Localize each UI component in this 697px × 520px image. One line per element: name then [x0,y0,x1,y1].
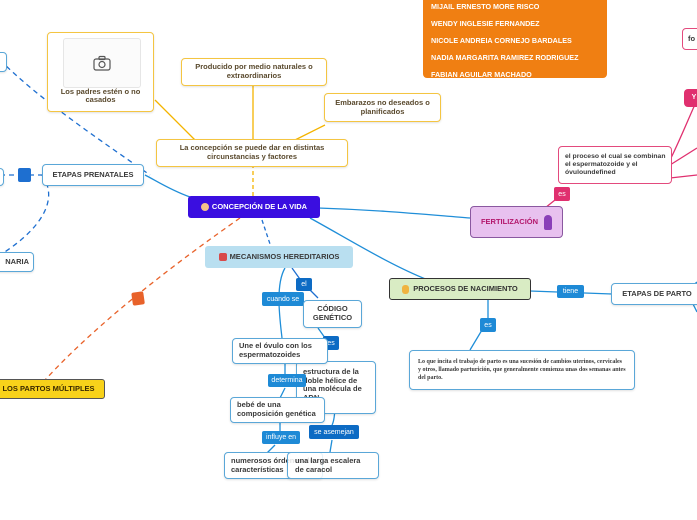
image-placeholder [63,38,141,88]
tag-label: cuando se [266,295,300,303]
node-procesos-nacimiento[interactable]: PROCESOS DE NACIMIENTO [389,278,531,300]
node-trabajo-parto[interactable]: Lo que incita el trabajo de parto es una… [409,350,635,390]
node-label: Los padres estén o no casados [60,86,141,105]
partial-node-left-top[interactable] [0,52,7,72]
node-label: FERTILIZACIÓN [480,216,539,226]
tag-label: determina [271,377,303,384]
tag-determina: determina [268,374,306,387]
node-concepcion-circunstancias[interactable]: La concepción se puede dar en distintas … [156,139,348,167]
node-partos-multiples[interactable]: LOS PARTOS MÚLTIPLES [0,379,105,399]
node-etapas-parto[interactable]: ETAPAS DE PARTO [611,283,697,305]
team-member: MIJAIL ERNESTO MORE RISCO [431,2,540,11]
node-central-concepcion[interactable]: CONCEPCIÓN DE LA VIDA [188,196,320,218]
tag-es-nacimiento: es [480,318,496,332]
node-label: Producido por medio naturales o extraord… [195,62,313,80]
pregnant-woman-icon [544,214,553,230]
node-codigo-genetico[interactable]: CÓDIGO GENÉTICO [303,300,362,328]
node-label: La concepción se puede dar en distintas … [179,143,325,161]
tag-influye-en: influye en [262,431,300,444]
node-label: MECANISMOS HEREDITARIOS [229,251,340,261]
tag-label: se asemejan [314,428,354,436]
node-label: Embarazos no deseados o planificados [335,97,430,116]
tag-el: el [296,278,312,291]
team-member: FABIAN AGUILAR MACHADO [431,70,532,79]
node-label: CONCEPCIÓN DE LA VIDA [211,201,308,211]
node-mecanismos-hereditarios[interactable]: MECANISMOS HEREDITARIOS [205,246,353,268]
node-label: fo [688,33,696,43]
team-member: NICOLE ANDREIA CORNEJO BARDALES [431,36,572,45]
node-proceso-cual[interactable]: el proceso el cual se combinan el esperm… [558,146,672,184]
partial-node-fo[interactable]: fo [682,28,697,50]
node-label: LOS PARTOS MÚLTIPLES [2,383,95,393]
node-fertilizacion[interactable]: FERTILIZACIÓN [470,206,563,238]
tag-tiene: tiene [557,285,584,298]
node-label: una larga escalera de caracol [295,455,361,474]
tag-cuando-se: cuando se [262,292,304,306]
node-etapas-prenatales[interactable]: ETAPAS PRENATALES [42,164,144,186]
node-producido-medios[interactable]: Producido por medio naturales o extraord… [181,58,327,86]
node-label: el proceso el cual se combinan el esperm… [565,153,666,176]
node-embarazos[interactable]: Embarazos no deseados o planificados [324,93,441,122]
team-member: NADIA MARGARITA RAMIREZ RODRIGUEZ [431,53,579,62]
team-member: WENDY INGLESIE FERNANDEZ [431,19,540,28]
tag-label: es [484,321,492,329]
node-label: NARIA [5,256,29,266]
node-label: ETAPAS PRENATALES [52,169,134,179]
partial-node-y[interactable]: Y [684,89,697,107]
tag-es-fertilizacion: es [554,187,570,201]
tag-label: es [558,190,566,198]
node-label: CÓDIGO GENÉTICO [312,304,353,322]
tag-label: es [327,339,335,347]
node-bebe-composicion[interactable]: bebé de una composición genética [230,397,325,423]
baby-icon [402,284,410,294]
node-label: numerosos órdenes de características [231,455,314,474]
node-escalera-caracol[interactable]: una larga escalera de caracol [287,452,379,479]
family-icon [218,253,227,261]
node-estructura-doble[interactable]: estructura de la doble hélice de una mol… [296,361,376,414]
node-label: PROCESOS DE NACIMIENTO [413,283,518,293]
node-label: bebé de una composición genética [237,400,316,418]
camera-icon [93,55,111,71]
tag-label: el [301,281,307,288]
team-members-panel: MIJAIL ERNESTO MORE RISCO WENDY INGLESIE… [423,0,607,79]
node-label: Une el óvulo con los espermatozoides [239,341,312,359]
node-label: Y [691,93,697,101]
partial-node-naria[interactable]: NARIA [0,252,34,272]
partial-node-left-mid[interactable] [0,168,4,186]
tag-label: influye en [266,434,296,441]
node-label: ETAPAS DE PARTO [622,288,692,298]
node-label: Lo que incita el trabajo de parto es una… [418,358,626,382]
tag-label: tiene [562,288,579,295]
node-une-ovulo[interactable]: Une el óvulo con los espermatozoides [232,338,328,364]
tag-se-asemejan: se asemejan [309,425,359,439]
baby-face-icon [200,203,209,211]
